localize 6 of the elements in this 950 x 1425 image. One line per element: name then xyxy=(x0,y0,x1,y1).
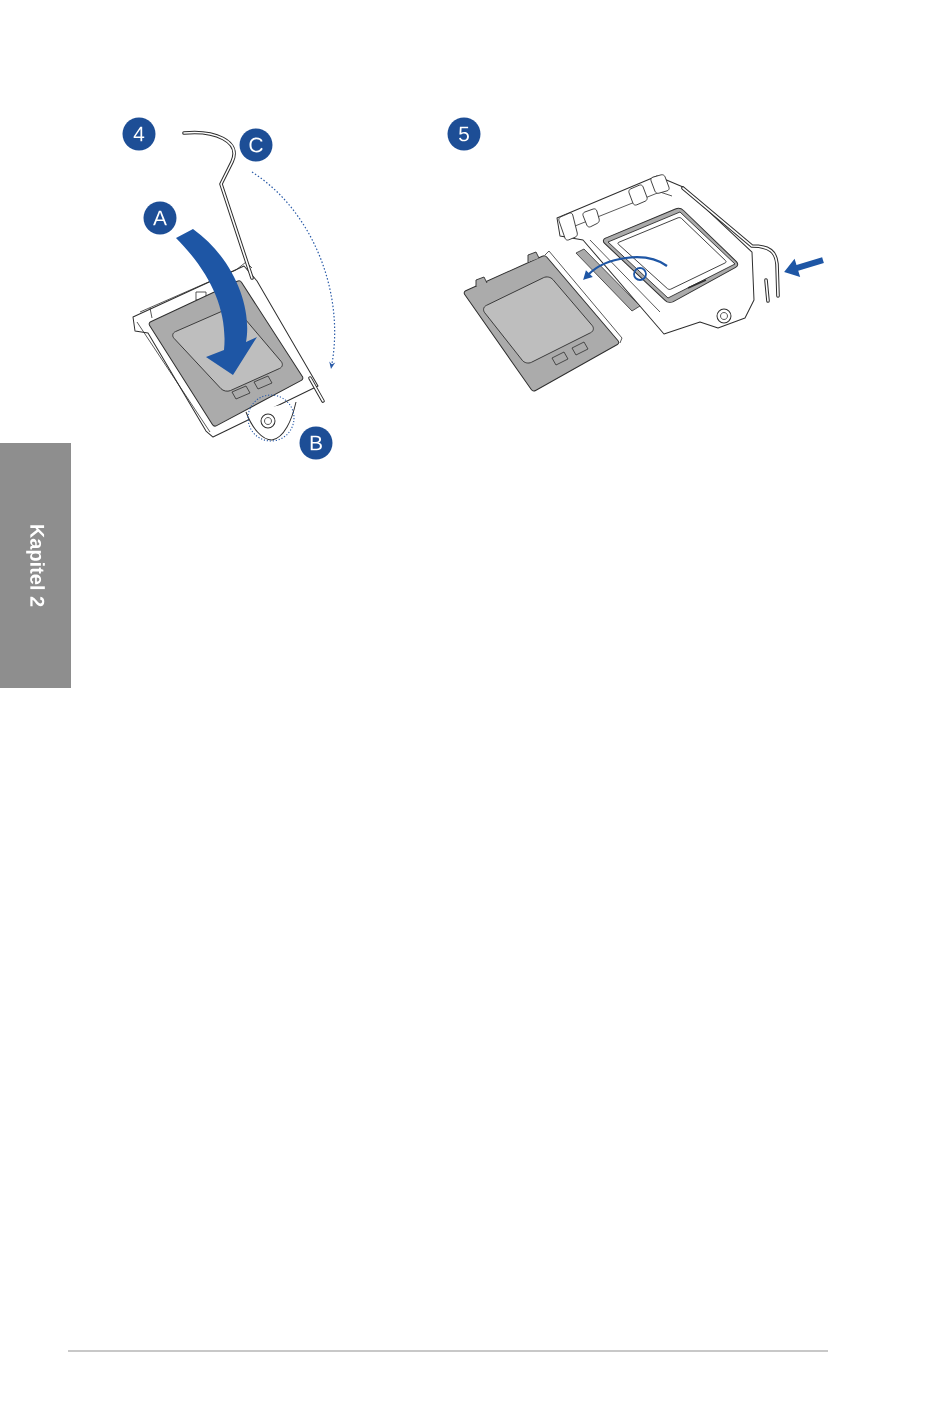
step-number: 4 xyxy=(122,117,156,151)
callout-letter: C xyxy=(239,128,273,162)
chapter-tab: Kapitel 2 xyxy=(0,443,71,688)
callout-letter: A xyxy=(143,201,177,235)
callout-letter: B xyxy=(299,426,333,460)
step-number: 5 xyxy=(447,117,481,151)
